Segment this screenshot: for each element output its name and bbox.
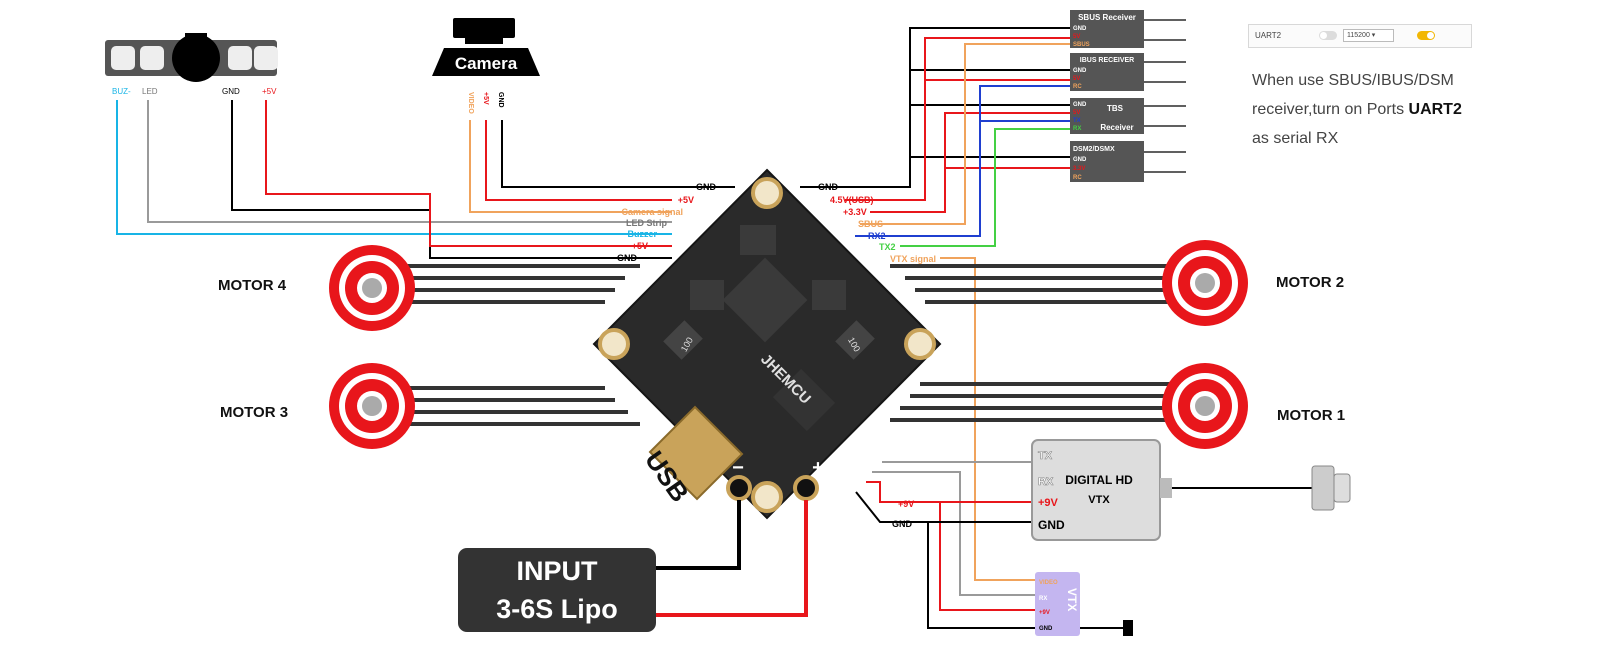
svg-text:Buzzer: Buzzer [627,229,657,239]
svg-text:VTX: VTX [1088,494,1110,506]
svg-text:5V: 5V [1073,76,1080,82]
msp-toggle[interactable] [1319,31,1337,40]
motor-3-wheel [329,363,415,449]
left-pad-labels: GND +5V Camera signal LED Strip Buzzer +… [617,182,717,263]
svg-text:+9V: +9V [1039,610,1050,616]
svg-text:GND: GND [222,87,240,96]
motor-2-wheel [1162,240,1248,326]
motor-labels: MOTOR 4 MOTOR 2 MOTOR 3 MOTOR 1 [218,274,1345,424]
svg-text:GND: GND [1038,518,1065,532]
svg-text:RX: RX [1039,596,1047,602]
minus-terminal-label: − [732,457,744,479]
note-line-3: as serial RX [1252,130,1339,147]
serial-rx-toggle[interactable] [1417,31,1435,40]
motor-2-label: MOTOR 2 [1276,274,1344,291]
receiver-sbus: SBUS Receiver GND 5V SBUS [1070,10,1144,48]
right-wires [800,27,1070,581]
motor-1-wheel [1162,363,1248,449]
svg-text:GND: GND [1039,626,1053,632]
svg-text:+5V: +5V [632,241,648,251]
svg-text:Camera signal: Camera signal [621,207,683,217]
battery-leads [655,500,808,617]
input-subtitle: 3-6S Lipo [496,594,618,624]
svg-text:TX: TX [1038,450,1053,462]
uart-note: When use SBUS/IBUS/DSM receiver,turn on … [1252,66,1552,153]
svg-text:+5V: +5V [678,195,694,205]
motor-4-label: MOTOR 4 [218,277,287,294]
svg-text:GND: GND [818,182,839,192]
svg-text:Receiver: Receiver [1100,123,1133,132]
receiver-tbs: TBS Receiver GND 5V TX RX [1070,98,1144,134]
svg-text:RC: RC [1073,84,1082,90]
note-line-2: receiver,turn on Ports UART2 [1252,101,1462,118]
svg-text:BUZ-: BUZ- [112,87,131,96]
motor-4-wheel [329,245,415,331]
input-title: INPUT [517,556,599,586]
analog-vtx: VIDEO RX +9V GND VTX [1035,572,1080,636]
svg-text:VIDEO: VIDEO [467,92,474,114]
svg-text:+9V: +9V [1038,497,1059,509]
svg-text:DSM2/DSMX: DSM2/DSMX [1073,146,1115,153]
digital-hd-vtx: TX RX +9V GND DIGITAL HD VTX [1031,439,1351,541]
svg-text:+5V: +5V [482,92,489,105]
antenna-connector [1123,620,1133,636]
svg-text:TX2: TX2 [879,242,896,252]
svg-text:GND: GND [1073,102,1087,108]
svg-text:4.5V(USB): 4.5V(USB) [830,195,874,205]
svg-text:+5V: +5V [262,87,277,96]
svg-text:VIDEO: VIDEO [1039,580,1058,586]
analog-vtx-title: VTX [1065,588,1079,611]
camera-pin-labels: VIDEO +5V GND [467,92,504,114]
hd-vtx-title: DIGITAL HD [1065,473,1133,487]
receiver-antenna-leads [1144,19,1186,173]
buzzer-pin-labels: BUZ- LED GND +5V [112,87,277,96]
note-line-1: When use SBUS/IBUS/DSM [1252,72,1454,89]
svg-text:GND: GND [1073,68,1087,74]
hd-gnd-label: GND [892,519,913,529]
uart2-label: UART2 [1255,31,1282,40]
svg-text:LED Strip: LED Strip [626,218,668,228]
svg-text:5V: 5V [1073,34,1080,40]
svg-text:5V: 5V [1073,110,1080,116]
svg-text:LED: LED [142,87,158,96]
right-pad-labels: GND 4.5V(USB) +3.3V SBUS RX2 TX2 VTX sig… [818,182,936,264]
svg-text:RX: RX [1038,476,1054,488]
svg-text:SBUS Receiver: SBUS Receiver [1078,13,1136,22]
hd-9v-label: +9V [898,499,914,509]
svg-text:TX: TX [1073,118,1081,124]
svg-text:SBUS: SBUS [1073,42,1090,48]
camera-title: Camera [455,54,518,73]
svg-text:GND: GND [1073,26,1087,32]
svg-text:RX: RX [1073,126,1081,132]
svg-text:GND: GND [1073,157,1087,163]
receiver-ibus: IBUS RECEIVER GND 5V RC [1070,53,1144,91]
receiver-dsm: DSM2/DSMX GND 3.3V RC [1070,141,1144,182]
svg-text:RX2: RX2 [868,231,886,241]
uart2-settings-panel: UART2 115200 ▾ [1248,24,1472,48]
motor-1-label: MOTOR 1 [1277,407,1345,424]
svg-text:VTX signal: VTX signal [890,254,936,264]
svg-text:GND: GND [617,253,638,263]
camera-module: Camera [432,18,540,76]
baud-select[interactable]: 115200 ▾ [1343,29,1394,42]
buzzer-led-module [105,33,278,82]
svg-text:GND: GND [696,182,717,192]
motor-3-label: MOTOR 3 [220,404,288,421]
svg-text:3.3V: 3.3V [1073,166,1085,172]
svg-text:IBUS RECEIVER: IBUS RECEIVER [1080,57,1134,64]
svg-text:TBS: TBS [1107,104,1124,113]
input-battery-box: INPUT 3-6S Lipo [458,548,656,632]
plus-terminal-label: + [812,457,824,479]
svg-text:GND: GND [497,92,504,108]
svg-text:+3.3V: +3.3V [843,207,867,217]
svg-text:RC: RC [1073,175,1082,181]
vtx-wires [855,461,1125,629]
left-wires [116,100,735,259]
flight-controller-board: 100 100 JHEMCU − + [592,168,942,520]
svg-text:SBUS: SBUS [858,219,883,229]
